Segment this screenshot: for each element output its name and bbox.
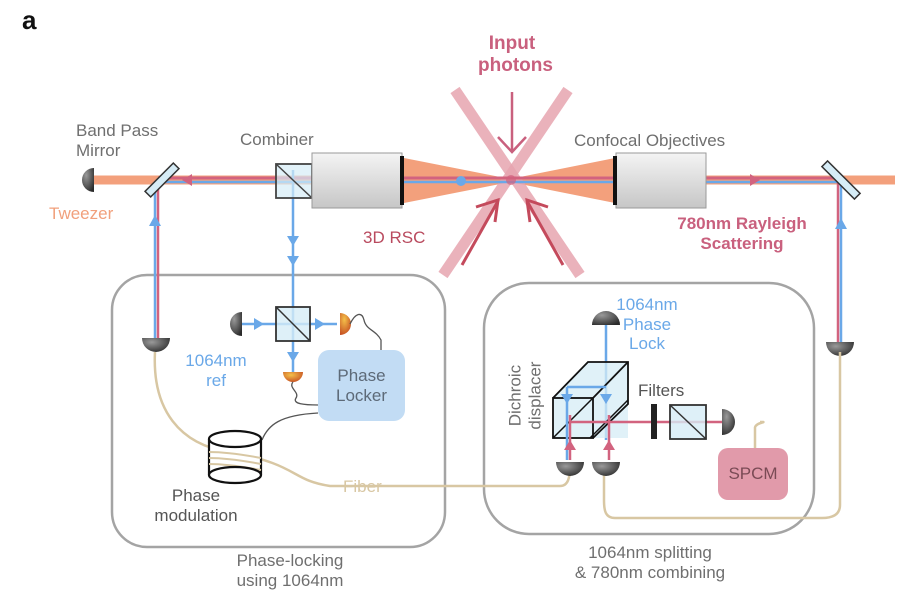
rayleigh-label-line1: 780nm Rayleigh [677,214,807,233]
displacer-blue-arrow-right [600,394,612,404]
splitting-module-box [482,281,816,536]
phase-modulator-spool-icon [207,429,263,485]
ref-source-icon [230,312,242,336]
photodiode-right-wire [349,313,382,352]
combiner-diagonal [275,163,313,199]
splitting-caption-line1: 1064nm splitting [588,543,712,562]
displacer-input-right-icon [592,462,620,476]
rsc-arrowhead-left [475,197,500,223]
ref-label-line2: ref [206,370,226,390]
tweezer-source-icon [82,168,94,192]
dichroic-displacer-label-line1: Dichroic [505,364,525,427]
ref-label: 1064nm ref [176,351,256,390]
locker-modulator-wire [261,412,319,441]
photodiode-bottom-wire [291,381,319,406]
left-fiber-coupler-icon [142,338,170,352]
phase-modulation-label-line1: Phase [171,486,221,505]
phase-modulation-label: Phase modulation [136,486,256,525]
phase-locking-caption: Phase-locking using 1064nm [210,551,370,590]
input-photons-label: Input photons [478,33,553,77]
panel-label: a [22,5,37,35]
spcm-box [718,448,788,500]
tweezer-label: Tweezer [49,204,114,223]
rayleigh-arrow-right [750,174,760,186]
fiber-right [602,352,842,520]
ref-arrow-2 [315,318,325,330]
input-photons-label-line1: Input [488,33,536,54]
filters-label: Filters [638,381,685,400]
right-objective [615,152,707,209]
phase-locker-box [318,350,405,421]
band-pass-mirror-left [143,161,181,199]
rsc-arrow-right [525,200,565,266]
rsc-label: 3D RSC [363,228,426,247]
phase-locking-caption-line1: Phase-locking [236,551,344,570]
rayleigh-label-line2: Scattering [700,233,784,253]
fiber-left [153,351,572,488]
combiner-label: Combiner [240,130,314,149]
rsc-arrow-left [460,200,500,266]
rayleigh-arrow-left [182,174,192,186]
phase-locker-label-line2: Locker [335,385,388,405]
band-pass-mirror-label-line2: Mirror [76,140,121,160]
right-fiber-coupler-icon [826,342,854,356]
ref-arrow-down [287,352,299,362]
phase-locker-label: Phase Locker [318,366,405,405]
phase-lock-detector-icon [592,311,620,325]
dichroic-displacer-label: Dichroic displacer [505,326,544,466]
phase-lock-label-line1: 1064nm [616,295,678,314]
displacer-pink-arrow-left [564,440,576,450]
phase-lock-label: 1064nm Phase Lock [612,295,682,354]
combiner-down-arrow-1 [287,236,299,246]
displacer-pink-arrow-right [603,440,615,450]
ref-arrow-1 [254,318,264,330]
band-pass-mirror-right [820,159,862,201]
dichroic-displacer-label-line2: displacer [525,361,544,430]
phase-locking-caption-line2: using 1064nm [236,570,344,590]
displacer-input-left-icon [556,462,584,476]
filter-cube-diagonal [669,404,707,440]
band-pass-mirror-label-line1: Band Pass [76,121,159,140]
input-photons-arrowhead [497,136,527,154]
phase-locker-label-line1: Phase [337,366,386,385]
phase-lock-label-line2: Phase [622,314,672,334]
right-objective-lens [613,156,617,205]
spcm-fiber-coupler-icon [722,409,735,435]
rsc-arrowhead-right [525,197,549,223]
fiber-spcm [753,420,765,448]
ref-label-line1: 1064nm [185,351,247,370]
fiber-label: Fiber [343,477,382,496]
left-objective [311,152,403,209]
rayleigh-scattering-label: 780nm Rayleigh Scattering [658,214,826,253]
left-objective-lens [400,156,404,205]
phase-modulation-label-line2: modulation [154,505,238,525]
input-photons-label-line2: photons [478,54,553,76]
splitting-caption-line2: & 780nm combining [574,562,726,582]
displacer-blue-arrow-left [561,394,573,404]
photodiode-right-icon [340,313,351,335]
dichroic-displacer-prism [552,361,629,439]
splitting-caption: 1064nm splitting & 780nm combining [555,543,745,582]
band-pass-mirror-label: Band Pass Mirror [76,121,158,160]
confocal-objectives-label: Confocal Objectives [574,131,726,150]
phase-lock-label-line3: Lock [629,334,665,354]
photodiode-bottom-icon [283,372,303,382]
atom-marker [456,176,466,186]
combiner-down-arrow-2 [287,256,299,266]
spcm-label: SPCM [728,464,778,483]
ref-beamsplitter-diagonal [275,306,311,342]
right-vertical-arrow [835,218,847,229]
focus-marker [506,175,516,185]
tweezer-focus-cone-right [510,158,615,203]
filter-plate [651,404,657,439]
left-vertical-arrow [149,215,161,226]
phase-locking-module-box [110,273,447,549]
